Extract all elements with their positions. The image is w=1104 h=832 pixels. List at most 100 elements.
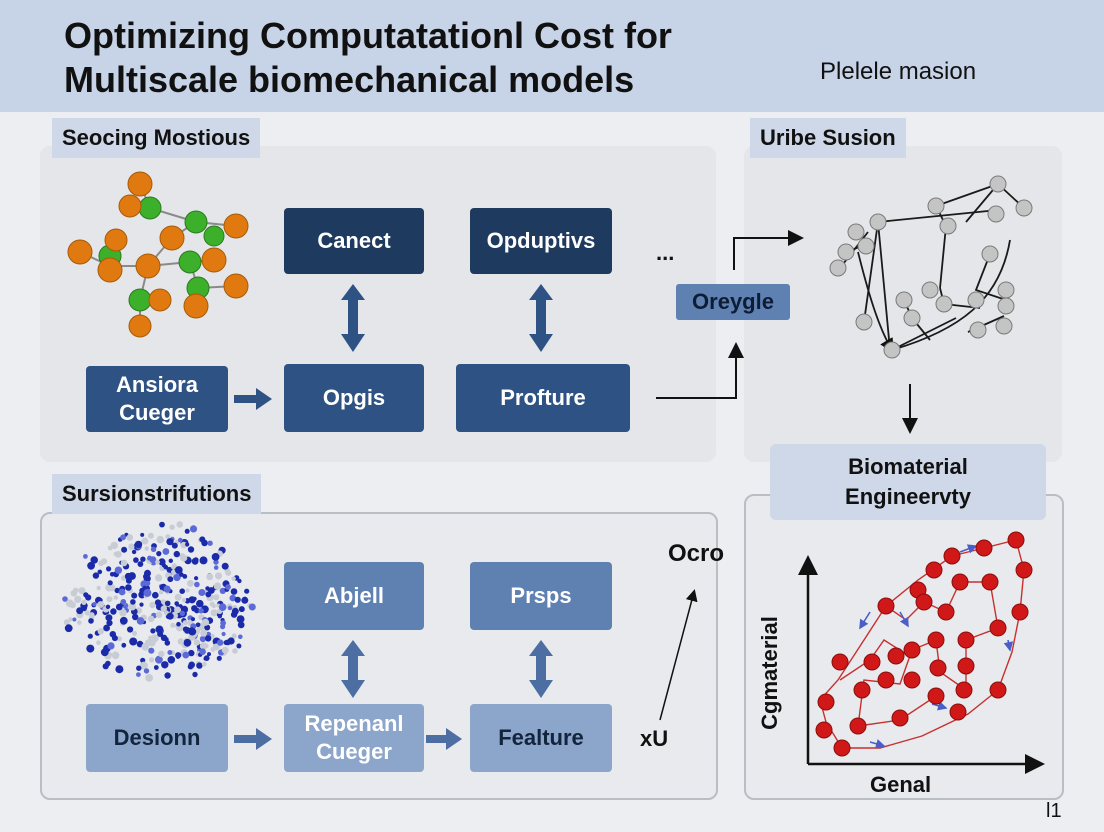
particle	[100, 648, 109, 657]
particle	[198, 589, 206, 596]
particle	[83, 554, 88, 559]
particle	[158, 558, 166, 566]
particle	[223, 640, 229, 646]
particle	[161, 661, 169, 669]
particle	[236, 615, 245, 623]
page-marker: l1	[1046, 800, 1062, 822]
arrow-ansiora-opgis	[234, 388, 272, 410]
particle	[127, 626, 134, 633]
particle	[177, 638, 184, 645]
particle	[171, 542, 178, 549]
particle	[184, 528, 190, 534]
particle	[116, 636, 122, 642]
particle	[182, 620, 188, 626]
particle	[133, 557, 139, 563]
particle	[174, 593, 182, 601]
particle	[107, 580, 113, 586]
particle	[152, 591, 159, 599]
ellipsis-label: ...	[656, 240, 675, 265]
particle	[86, 644, 95, 653]
particle	[140, 657, 146, 663]
particle	[179, 572, 184, 577]
particle	[191, 617, 195, 622]
particle	[62, 596, 68, 602]
particle	[170, 622, 176, 628]
particle	[76, 607, 84, 615]
box-canect: Canect	[284, 208, 424, 274]
particle	[159, 521, 165, 528]
particle	[163, 564, 169, 570]
particle	[134, 540, 143, 549]
particle	[96, 640, 101, 645]
red-network-nodes	[815, 531, 1033, 757]
arrow-oreygle-network	[733, 230, 804, 270]
particle	[192, 596, 197, 601]
particle	[87, 561, 95, 570]
particle	[199, 635, 206, 643]
particle	[180, 554, 187, 561]
particle	[225, 584, 231, 590]
box-repenanl-line2: Cueger	[316, 739, 392, 764]
particle	[131, 592, 138, 599]
particle	[88, 612, 95, 619]
particle	[218, 603, 227, 611]
particle	[150, 546, 157, 552]
box-repenanl-cueger: Repenanl Cueger	[284, 704, 424, 772]
particle	[88, 618, 94, 624]
particle	[234, 596, 241, 603]
particle	[140, 556, 146, 562]
particle	[143, 588, 152, 597]
box-fealture: Fealture	[470, 704, 612, 772]
page-title: Optimizing Computatationl Cost for Multi…	[64, 14, 764, 102]
particle	[108, 583, 116, 592]
particle	[244, 588, 250, 594]
particle	[192, 671, 198, 678]
particle	[231, 576, 236, 581]
particle	[232, 648, 238, 654]
particle	[207, 540, 213, 546]
biomaterial-line2: Engineervty	[845, 484, 971, 509]
particle	[139, 661, 148, 670]
particle	[221, 562, 229, 570]
particle	[74, 595, 82, 604]
particle	[106, 566, 112, 572]
particle	[121, 642, 127, 648]
particle	[113, 595, 119, 600]
particle	[221, 646, 229, 654]
particle	[162, 548, 170, 555]
particle	[220, 624, 226, 630]
particle	[211, 553, 220, 561]
particle	[101, 558, 108, 565]
particle	[141, 643, 150, 651]
particle	[145, 674, 154, 682]
box-abjell: Abjell	[284, 562, 424, 630]
particle	[175, 654, 181, 659]
particle	[219, 587, 226, 595]
title-line-2: Multiscale biomechanical models	[64, 59, 635, 100]
particle	[173, 573, 181, 582]
particle	[189, 525, 198, 533]
particle	[97, 601, 105, 608]
box-opgis: Opgis	[284, 364, 424, 432]
particle	[210, 609, 218, 617]
red-network-edges	[819, 539, 1025, 749]
particle	[231, 633, 237, 639]
particle	[174, 606, 181, 614]
label-ocro: Ocro	[668, 540, 725, 567]
particle	[205, 635, 212, 642]
particle	[201, 661, 207, 667]
particle	[136, 617, 145, 625]
particle	[238, 606, 245, 613]
particle	[194, 576, 199, 581]
particle	[149, 657, 155, 663]
particle	[90, 556, 98, 564]
particle	[151, 634, 159, 643]
double-arrow-prsps-fealture	[529, 640, 553, 698]
particle	[113, 551, 119, 557]
particle	[166, 566, 173, 573]
particle	[169, 524, 175, 530]
particle	[155, 655, 163, 664]
particle	[72, 617, 77, 622]
particle	[92, 602, 97, 607]
particle	[199, 642, 208, 650]
